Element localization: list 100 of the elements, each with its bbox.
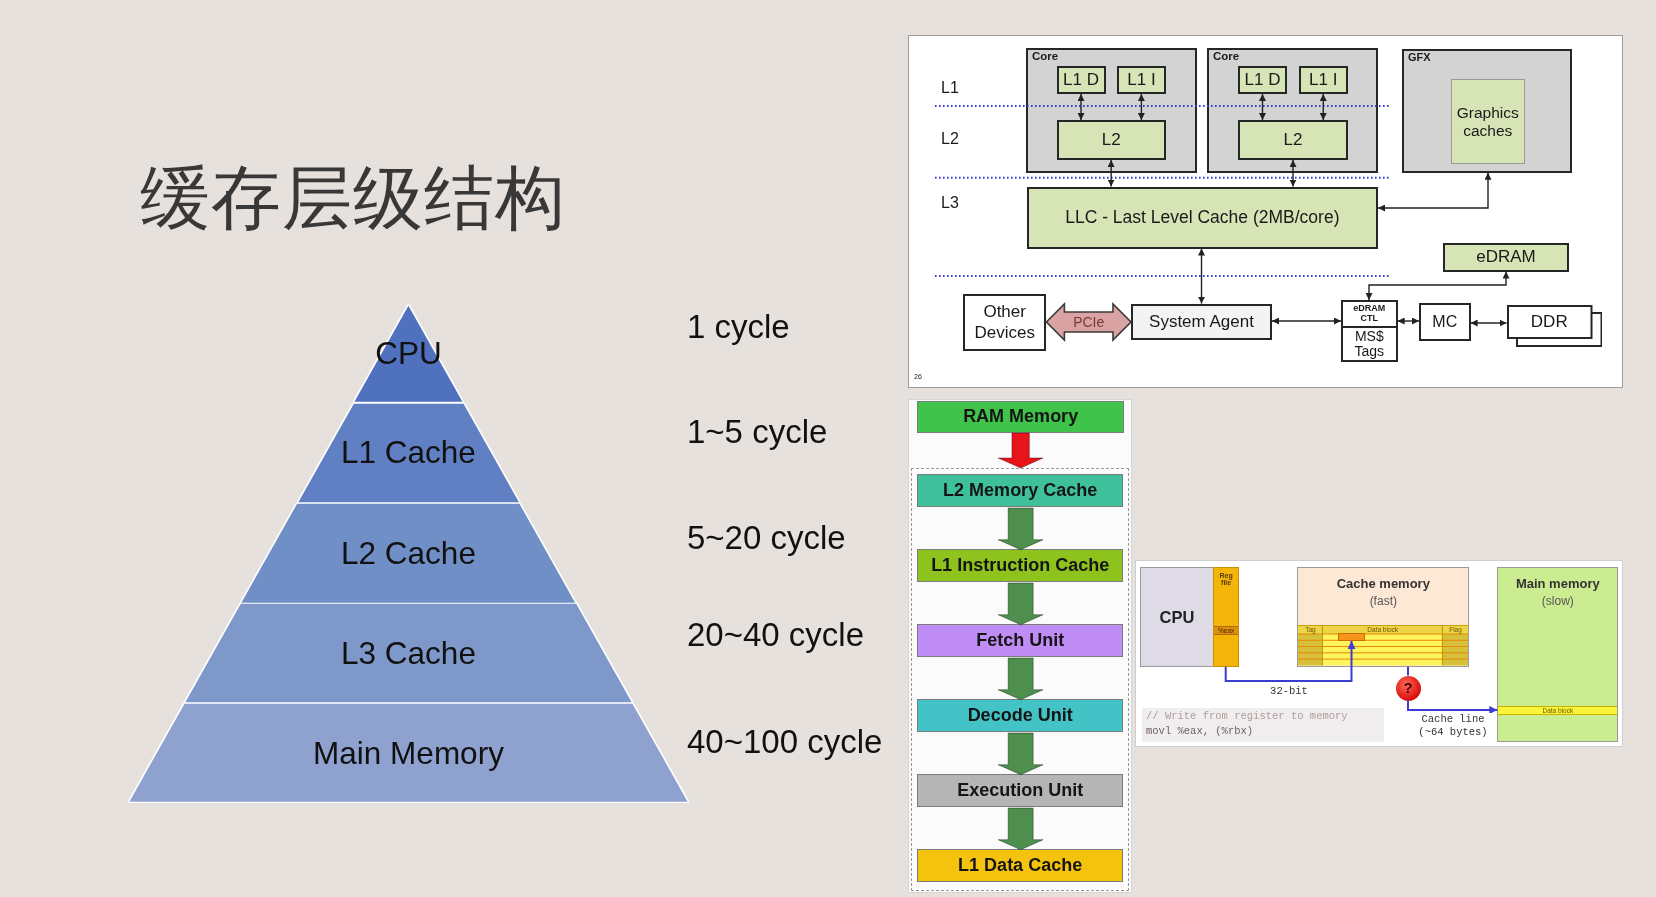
tag-store-box — [1341, 327, 1398, 362]
level-label: L1 — [941, 79, 959, 98]
graphics-unit-box — [1402, 48, 1572, 173]
latency-label: 5~20 cycle — [687, 519, 846, 557]
process-box — [917, 400, 1124, 433]
level-label: L2 — [941, 130, 959, 149]
pyramid-tier — [296, 402, 521, 503]
graphics-heading: GFX — [1408, 50, 1431, 64]
connector-arrow — [1077, 93, 1085, 121]
box-label: L1 D — [1244, 70, 1281, 90]
pyramid-tier — [128, 703, 689, 803]
agent-box — [1131, 303, 1272, 341]
device-box — [963, 294, 1047, 351]
connector-line — [1407, 665, 1409, 677]
box-label: L1 Instruction Cache — [931, 555, 1110, 577]
connector-arrow — [1289, 159, 1297, 188]
connector-arrow — [1407, 699, 1499, 714]
core-box — [1026, 48, 1197, 173]
connector-arrow — [1107, 159, 1115, 188]
block-arrow — [997, 807, 1044, 851]
tier-label: L1 Cache — [341, 434, 476, 471]
process-box — [916, 849, 1124, 883]
box-label: LLC - Last Level Cache (2MB/core) — [1065, 207, 1340, 228]
box-label: L1 I — [1309, 70, 1338, 90]
connector-arrow — [1259, 93, 1266, 121]
box-label: ? — [1403, 679, 1413, 697]
latency-label: 40~100 cycle — [687, 723, 883, 761]
box-label: System Agent — [1149, 312, 1254, 332]
process-box — [916, 699, 1124, 733]
controller-box — [1341, 300, 1398, 328]
latency-label: 1~5 cycle — [687, 413, 828, 451]
tier-label: L3 Cache — [341, 634, 476, 672]
box-label: MS$ Tags — [1353, 329, 1386, 359]
pyramid-tier — [240, 502, 577, 603]
cache-box — [1298, 66, 1348, 94]
double-block-arrow — [1045, 302, 1133, 342]
cache-box — [1238, 66, 1287, 94]
box-label: eDRAM — [1476, 247, 1536, 267]
cache-memory-box — [1297, 566, 1470, 667]
connector-arrow — [1271, 317, 1342, 325]
box-label: L1 I — [1127, 70, 1156, 90]
block-subheading: (fast) — [1368, 594, 1398, 609]
block-subheading: (slow) — [1540, 594, 1575, 609]
cache-box — [1117, 66, 1166, 94]
latency-label: 1 cycle — [687, 308, 790, 346]
box-label: L1 D — [1063, 70, 1099, 90]
cache-box — [1450, 79, 1525, 165]
box-label: eDRAM CTL — [1352, 304, 1387, 324]
connector-arrow — [1377, 172, 1492, 212]
process-box — [916, 549, 1124, 583]
process-box — [916, 624, 1124, 658]
cache-box — [1238, 120, 1348, 160]
controller-box — [1419, 302, 1471, 341]
box-label: MC — [1432, 312, 1458, 332]
connector-arrow — [1469, 319, 1508, 327]
connector-arrow — [1224, 640, 1356, 682]
edge-label: PCIe — [1073, 313, 1105, 330]
box-label: L1 Data Cache — [958, 855, 1083, 877]
connector-arrow — [1397, 317, 1420, 325]
box-label: Decode Unit — [967, 705, 1073, 727]
block-arrow — [997, 732, 1044, 776]
core-heading: Core — [1213, 50, 1240, 64]
cpu-label: CPU — [1158, 606, 1196, 628]
register-file-column — [1213, 566, 1239, 667]
box-label: Other Devices — [973, 302, 1036, 344]
memory-module-stack — [1506, 305, 1602, 347]
process-box — [916, 474, 1124, 508]
cache-box — [1056, 120, 1166, 160]
core-heading: Core — [1032, 50, 1059, 64]
box-label: RAM Memory — [963, 406, 1079, 428]
block-arrow — [997, 657, 1044, 701]
block-arrow — [997, 432, 1044, 469]
box-label: Fetch Unit — [976, 630, 1065, 652]
connector-arrow — [1198, 247, 1205, 305]
box-label: L2 — [1283, 130, 1303, 150]
slide-title: 缓存层级结构 — [140, 156, 566, 240]
cache-box — [1056, 66, 1106, 94]
level-label: L3 — [941, 194, 959, 213]
tier-label: Main Memory — [313, 734, 504, 771]
code-line: movl %eax, (%rbx) — [1146, 725, 1254, 738]
core-box — [1207, 48, 1378, 173]
box-label: DDR — [1529, 311, 1569, 333]
connector-arrow — [1319, 93, 1327, 121]
box-label: L2 — [1101, 130, 1121, 150]
block-arrow — [997, 507, 1044, 551]
pyramid-tier — [184, 603, 633, 703]
data-word-block — [1337, 633, 1365, 641]
block-arrow — [997, 582, 1044, 626]
process-box — [916, 774, 1124, 808]
main-memory-box — [1497, 566, 1619, 742]
memory-box — [1443, 242, 1569, 272]
cache-box — [1026, 186, 1378, 249]
tier-label: L2 Cache — [341, 534, 476, 571]
connector-arrow — [1365, 270, 1510, 301]
box-label: Graphics caches — [1455, 103, 1520, 140]
connector-arrow — [1137, 93, 1145, 121]
code-comment: // Write from register to memory — [1146, 710, 1348, 723]
block-heading: Cache memory — [1335, 576, 1431, 592]
latency-label: 20~40 cycle — [687, 616, 865, 654]
box-label: Execution Unit — [957, 780, 1084, 802]
